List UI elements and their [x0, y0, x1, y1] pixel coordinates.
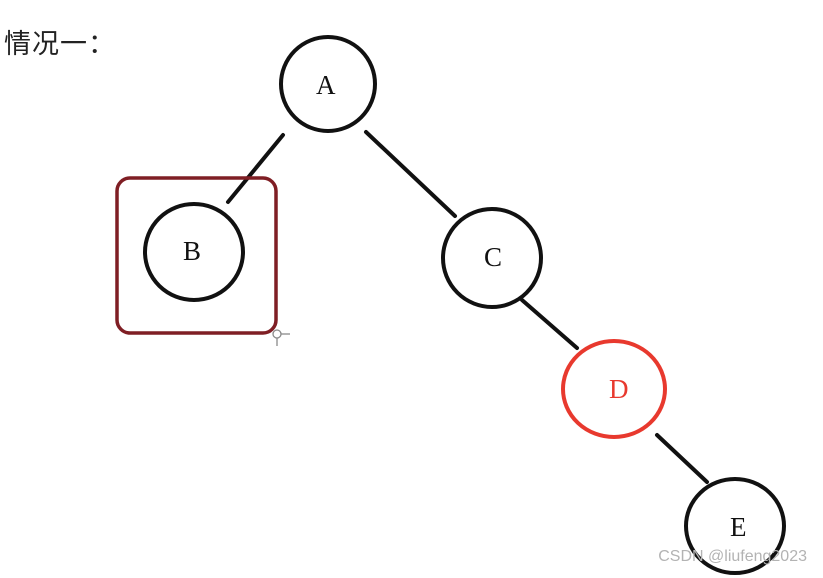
case-heading: 情况一： [4, 29, 116, 60]
node-d: D [561, 339, 667, 439]
svg-text:D: D [609, 374, 629, 404]
highlight-box-b [115, 176, 278, 335]
edge-c-d [520, 298, 579, 350]
svg-text:A: A [316, 70, 336, 100]
node-b: B [143, 202, 245, 302]
edge-a-b [226, 133, 285, 204]
edge-a-c [364, 130, 457, 218]
svg-text:E: E [730, 512, 747, 542]
node-e: E [684, 477, 786, 575]
csdn-watermark: CSDN @liufeng2023 [658, 548, 807, 565]
svg-text:C: C [484, 242, 502, 272]
cursor-crosshair-icon [272, 329, 290, 346]
node-c: C [441, 207, 543, 309]
tree-edges [226, 130, 709, 484]
edge-d-e [655, 433, 709, 484]
node-a: A [279, 35, 377, 133]
svg-text:B: B [183, 236, 201, 266]
